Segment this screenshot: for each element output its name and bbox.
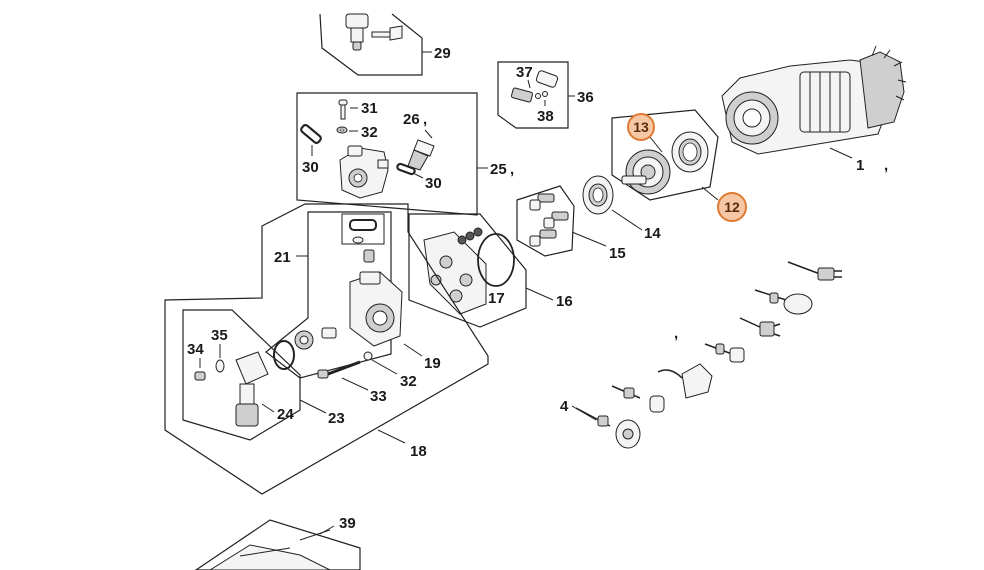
part-13-bearing-icon — [671, 131, 709, 173]
label-19[interactable]: 19 — [424, 355, 441, 372]
label-17[interactable]: 17 — [488, 290, 505, 307]
plug-eu-icon — [704, 343, 745, 363]
part-33-bolt-icon — [317, 360, 361, 379]
label-32-top[interactable]: 32 — [361, 124, 378, 141]
label-16[interactable]: 16 — [556, 293, 573, 310]
part-35-washer-icon — [215, 359, 225, 373]
label-18[interactable]: 18 — [410, 443, 427, 460]
group-12 — [611, 109, 719, 201]
part-17-oring-icon — [477, 233, 515, 287]
label-33[interactable]: 33 — [370, 388, 387, 405]
part-21-gear-icon — [294, 327, 337, 350]
label-24[interactable]: 24 — [277, 406, 294, 423]
separator-1: , — [884, 157, 888, 174]
group-16: 17 16 — [408, 213, 573, 328]
part-16-pump-body-icon — [423, 231, 487, 315]
plug-eu-round-icon — [575, 407, 641, 449]
label-23[interactable]: 23 — [328, 410, 345, 427]
part-16-valve-caps-icon — [457, 227, 483, 245]
part-36-seal-kit-icon — [510, 70, 559, 103]
plug-ch-icon — [739, 317, 781, 337]
label-32-lower[interactable]: 32 — [400, 373, 417, 390]
label-37[interactable]: 37 — [516, 64, 533, 81]
part-14-seal-icon — [582, 175, 614, 215]
part-19-cylinder-head-icon — [349, 271, 403, 347]
part-32-washer-icon — [336, 126, 348, 134]
part-26-valve-insert-icon — [407, 139, 435, 171]
label-4[interactable]: 4 — [560, 398, 569, 415]
group-36: 37 38 36 — [497, 61, 594, 129]
label-39[interactable]: 39 — [339, 515, 356, 532]
part-24-nozzle-holder-icon — [235, 351, 269, 427]
part-32-washer-lower-icon — [363, 351, 373, 361]
label-35[interactable]: 35 — [211, 327, 228, 344]
plug-schuko-icon — [611, 385, 665, 413]
label-25[interactable]: 25 — [490, 161, 507, 178]
label-21[interactable]: 21 — [274, 249, 291, 266]
label-26[interactable]: 26 — [403, 111, 420, 128]
label-36[interactable]: 36 — [577, 89, 594, 106]
label-12[interactable]: 12 — [724, 199, 740, 215]
callout-13[interactable]: 13 — [627, 113, 655, 141]
part-34-screw-icon — [194, 371, 206, 381]
part-23-ring-icon — [273, 340, 295, 370]
part-25-pump-head-icon — [339, 145, 389, 199]
part-21-seal-kit-icon — [341, 213, 385, 263]
label-1[interactable]: 1 — [856, 157, 864, 174]
separator-plugs: , — [674, 325, 678, 342]
label-30-right[interactable]: 30 — [425, 175, 442, 192]
label-14[interactable]: 14 — [644, 225, 661, 242]
group-4-power-plugs: , 4 — [560, 261, 842, 449]
part-30-oring-right-icon — [396, 162, 416, 176]
label-13[interactable]: 13 — [633, 119, 649, 135]
plug-au-icon — [754, 289, 813, 315]
label-15[interactable]: 15 — [609, 245, 626, 262]
part-29-valve-icon — [345, 13, 403, 51]
part-39-documents-icon — [194, 519, 361, 570]
part-30-oring-left-icon — [300, 123, 322, 145]
part-31-screw-icon — [338, 99, 348, 120]
part-1-motor-icon — [721, 45, 907, 155]
label-30-left[interactable]: 30 — [302, 159, 319, 176]
plug-us-icon — [787, 261, 842, 281]
group-25: 25 , 31 32 30 26 , — [296, 92, 514, 216]
label-34[interactable]: 34 — [187, 341, 204, 358]
plug-uk-icon — [657, 363, 713, 399]
separator-25: , — [510, 161, 514, 178]
label-38[interactable]: 38 — [537, 108, 554, 125]
part-12-gear-shaft-icon — [621, 149, 671, 195]
group-15: 15 — [516, 185, 626, 262]
label-31[interactable]: 31 — [361, 100, 378, 117]
group-29: 29 — [319, 13, 451, 76]
label-29[interactable]: 29 — [434, 45, 451, 62]
part-15-valve-set-icon — [529, 193, 569, 247]
separator-26: , — [423, 111, 427, 128]
group-18: 18 21 19 23 — [164, 203, 489, 495]
callout-12[interactable]: 12 — [717, 192, 747, 222]
